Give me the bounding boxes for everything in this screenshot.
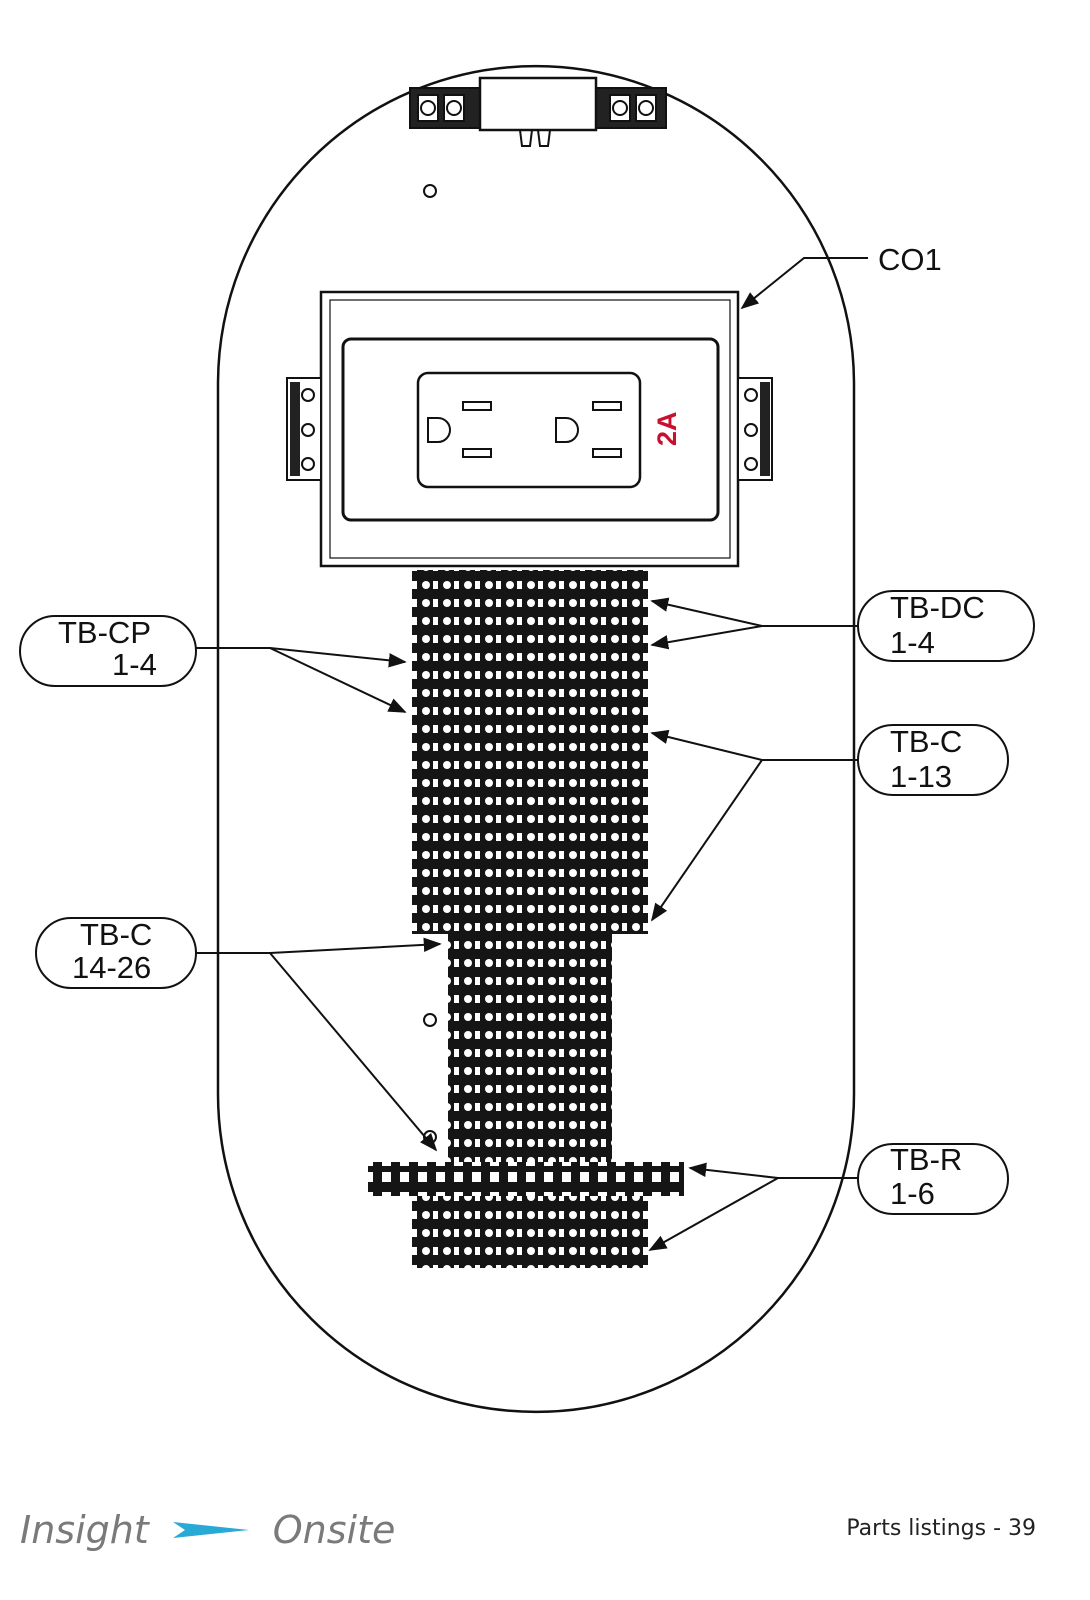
panel-outline: [216, 64, 856, 1414]
tb-lower-block: [448, 934, 612, 1162]
callout-tb-c-lower-range: 14-26: [72, 950, 151, 985]
tb-r-rail: [368, 1162, 684, 1196]
outlet-box: [286, 290, 773, 568]
panel-diagram: TB-CP 1-4 TB-DC 1-4 TB-C 1-13 TB-C 14-26…: [19, 64, 1035, 1414]
callout-tb-c-upper: TB-C 1-13: [857, 724, 1009, 796]
mounting-hole-top: [423, 184, 437, 198]
callout-tb-c-lower: TB-C 14-26: [35, 917, 197, 989]
terminal-blocks: [368, 570, 684, 1268]
brand-right-word: Onsite: [272, 1508, 396, 1552]
callout-tb-r: TB-R 1-6: [857, 1142, 1009, 1215]
leader-lines: [196, 257, 868, 1251]
brand-logo: Insight Onsite: [20, 1500, 395, 1560]
brand-left-word: Insight: [20, 1508, 149, 1552]
callout-tb-r-title: TB-R: [890, 1142, 962, 1177]
callout-co1: CO1: [878, 242, 942, 277]
fuse-rating-label: 2A: [652, 411, 682, 446]
callout-tb-cp: TB-CP 1-4: [19, 615, 197, 687]
callout-tb-cp-range: 1-4: [112, 647, 157, 682]
brand-arrow-icon: [172, 1522, 249, 1538]
callout-tb-c-upper-title: TB-C: [890, 724, 962, 759]
top-bracket: [409, 76, 667, 147]
callout-tb-cp-title: TB-CP: [58, 615, 151, 650]
callout-tb-c-upper-range: 1-13: [890, 759, 952, 794]
tb-bottom-block: [412, 1196, 648, 1268]
callout-tb-dc: TB-DC 1-4: [857, 590, 1035, 662]
page-reference: Parts listings - 39: [846, 1516, 1036, 1541]
callout-tb-r-range: 1-6: [890, 1176, 935, 1211]
callout-tb-dc-range: 1-4: [890, 625, 935, 660]
mounting-hole-bottom: [423, 1013, 437, 1027]
callout-tb-c-lower-title: TB-C: [80, 917, 152, 952]
tb-upper-block: [412, 570, 648, 934]
callout-tb-dc-title: TB-DC: [890, 590, 985, 625]
